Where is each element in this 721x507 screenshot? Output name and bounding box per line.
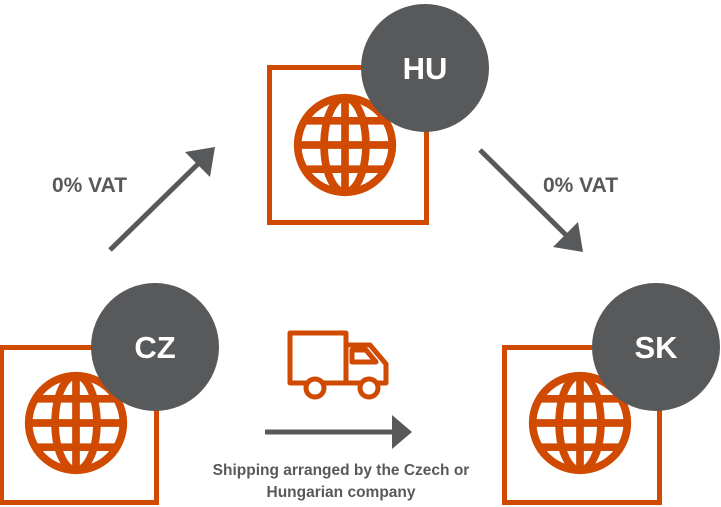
country-node-sk: SK [502, 283, 720, 505]
vat-label-cz-to-hu: 0% VAT [52, 174, 128, 197]
country-node-cz: CZ [0, 283, 219, 505]
arrow-shipping-cz-to-sk [265, 415, 412, 449]
cz-code: CZ [134, 330, 175, 365]
arrow-hu-to-sk [478, 148, 583, 252]
hu-badge [361, 4, 489, 132]
country-node-hu: HU [267, 4, 489, 225]
shipping-caption-line-2: Hungarian company [266, 484, 416, 501]
arrow-cz-to-hu [108, 147, 215, 252]
cz-badge [91, 283, 219, 411]
hu-code: HU [403, 51, 448, 86]
shipping-caption: Shipping arranged by the Czech or Hungar… [150, 460, 532, 504]
truck-icon [287, 330, 389, 400]
shipping-caption-line-1: Shipping arranged by the Czech or [212, 462, 470, 479]
vat-label-hu-to-sk: 0% VAT [543, 174, 619, 197]
sk-badge [592, 283, 720, 411]
sk-code: SK [634, 330, 678, 365]
globe-icon [298, 98, 393, 193]
